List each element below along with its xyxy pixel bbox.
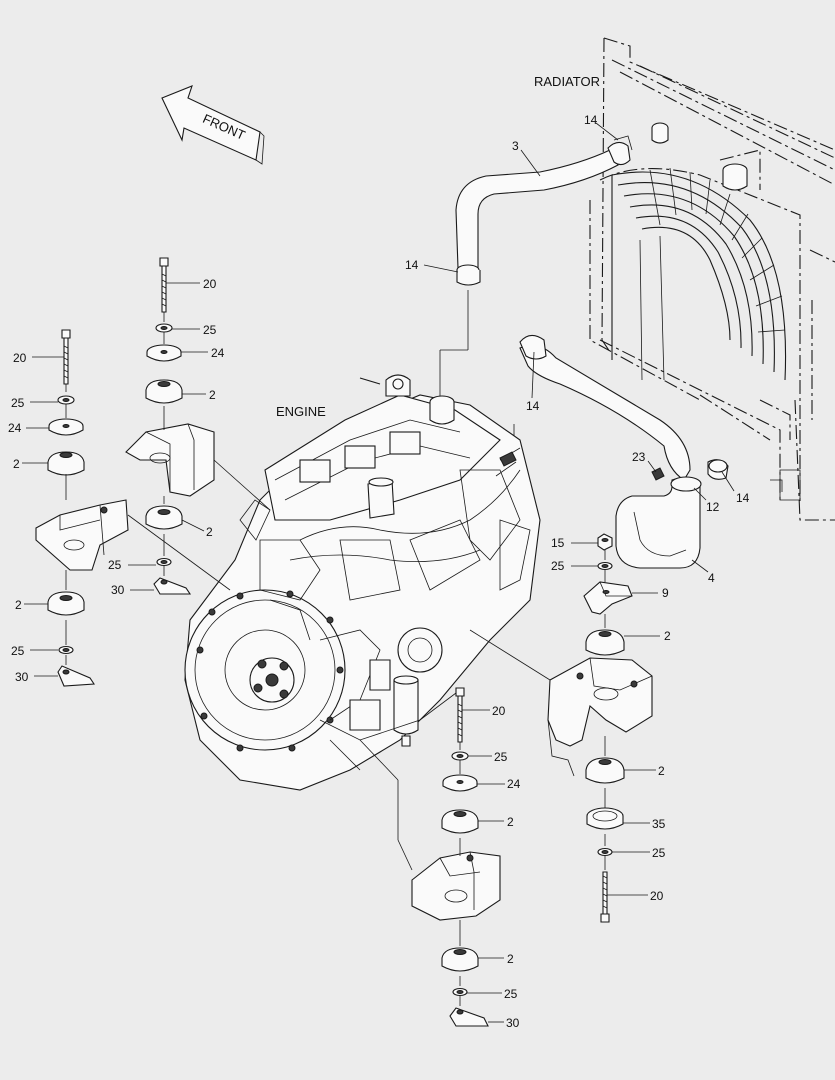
callout-35: 35 [652,817,666,831]
mount-stack-left [35,329,231,687]
callout-2: 2 [507,952,514,966]
radiator-top-fittings [651,122,748,191]
callout-14: 14 [526,399,540,413]
callout-24: 24 [507,777,521,791]
callout-25: 25 [203,323,217,337]
callout-25: 25 [494,750,508,764]
radiator-label: RADIATOR [534,74,600,89]
callout-14: 14 [584,113,598,127]
leader-lines [22,122,735,1023]
callout-23: 23 [632,450,646,464]
callout-20: 20 [13,351,27,365]
engine-label: ENGINE [276,404,326,419]
callout-labels: 14 3 14 14 23 12 14 4 15 25 9 2 2 35 25 … [8,113,750,1030]
callout-25: 25 [108,558,122,572]
callout-25: 25 [551,559,565,573]
callout-25: 25 [652,846,666,860]
callout-2: 2 [206,525,213,539]
callout-2: 2 [664,629,671,643]
callout-25: 25 [11,644,25,658]
callout-2: 2 [658,764,665,778]
callout-2: 2 [209,388,216,402]
callout-25: 25 [504,987,518,1001]
engine-block [184,374,541,791]
callout-30: 30 [506,1016,520,1030]
callout-2: 2 [13,457,20,471]
callout-20: 20 [492,704,506,718]
upper-hose [455,135,633,286]
mount-stack-right [469,533,653,923]
callout-4: 4 [708,571,715,585]
radiator-phantom [589,37,835,521]
callout-14: 14 [736,491,750,505]
callout-30: 30 [15,670,29,684]
lower-hose [519,334,729,569]
callout-3: 3 [512,139,519,153]
callout-2: 2 [15,598,22,612]
callout-12: 12 [706,500,720,514]
fan-grille [611,167,787,381]
callout-15: 15 [551,536,565,550]
callout-2: 2 [507,815,514,829]
callout-20: 20 [650,889,664,903]
callout-24: 24 [211,346,225,360]
mount-stack-upper-left [125,257,271,595]
hose-clamps [651,459,728,481]
front-arrow: FRONT [161,85,265,165]
callout-14: 14 [405,258,419,272]
callout-25: 25 [11,396,25,410]
mount-stack-lower-middle [359,687,501,1027]
callout-9: 9 [662,586,669,600]
callout-30: 30 [111,583,125,597]
callout-24: 24 [8,421,22,435]
callout-20: 20 [203,277,217,291]
